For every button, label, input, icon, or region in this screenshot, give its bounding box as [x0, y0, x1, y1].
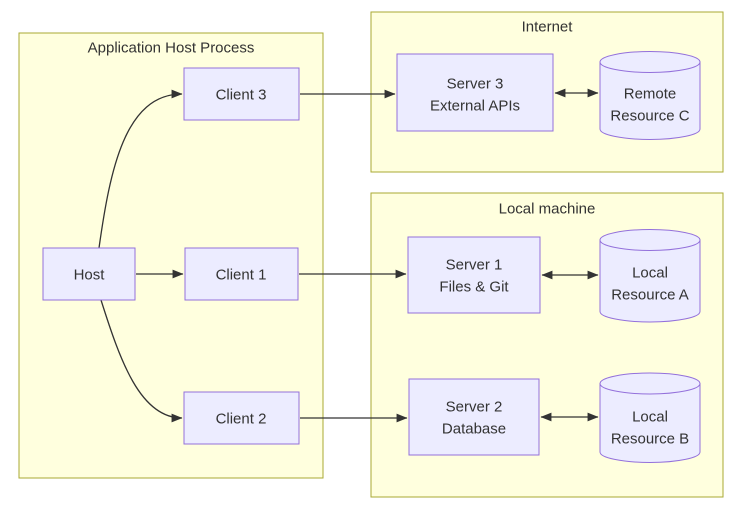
database-cylinder-top — [599, 229, 701, 251]
node-server2: Server 2 Database — [408, 378, 540, 456]
container-local-machine-title: Local machine — [499, 200, 596, 217]
node-server3-label-line1: Server 3 — [447, 75, 504, 92]
database-cylinder-top — [599, 51, 701, 73]
node-resourceC-label-line1: Remote — [624, 85, 677, 102]
node-client3: Client 3 — [183, 67, 300, 121]
node-server3: Server 3 External APIs — [396, 53, 554, 132]
node-host-label: Host — [74, 266, 106, 283]
node-server1-label-line2: Files & Git — [439, 278, 509, 295]
node-resourceC-label-line2: Resource C — [610, 107, 689, 124]
node-server2-label-line1: Server 2 — [446, 398, 503, 415]
node-client2-box — [183, 391, 300, 445]
node-resourceB-label-line1: Local — [632, 408, 668, 425]
node-resourceA-label-line2: Resource A — [611, 286, 689, 303]
node-client1: Client 1 — [184, 247, 299, 301]
node-server1: Server 1 Files & Git — [407, 236, 541, 314]
arrow-host-to-client2 — [100, 299, 183, 423]
database-cylinder-icon — [599, 61, 701, 140]
node-host-box — [42, 247, 136, 301]
arrow-host-to-client3 — [98, 89, 183, 249]
node-client1-label: Client 1 — [216, 266, 267, 283]
database-cylinder-icon — [599, 383, 701, 463]
node-resourceB-label-line2: Resource B — [611, 430, 689, 447]
node-client3-label: Client 3 — [216, 86, 267, 103]
node-server1-box — [407, 236, 541, 314]
node-server3-label-line2: External APIs — [430, 97, 520, 114]
database-cylinder-icon — [599, 239, 701, 323]
node-resourceA: Local Resource A — [599, 229, 701, 323]
node-client2-label: Client 2 — [216, 410, 267, 427]
node-server2-box — [408, 378, 540, 456]
node-server3-box — [396, 53, 554, 132]
node-client3-box — [183, 67, 300, 121]
node-resourceC: Remote Resource C — [599, 51, 701, 140]
node-resourceB: Local Resource B — [599, 372, 701, 463]
node-client2: Client 2 — [183, 391, 300, 445]
container-internet-title: Internet — [522, 18, 574, 35]
node-host: Host — [42, 247, 136, 301]
container-application-host-process-title: Application Host Process — [88, 39, 255, 56]
node-server2-label-line2: Database — [442, 420, 506, 437]
node-client1-box — [184, 247, 299, 301]
node-resourceA-label-line1: Local — [632, 264, 668, 281]
database-cylinder-top — [599, 372, 701, 395]
node-server1-label-line1: Server 1 — [446, 256, 503, 273]
